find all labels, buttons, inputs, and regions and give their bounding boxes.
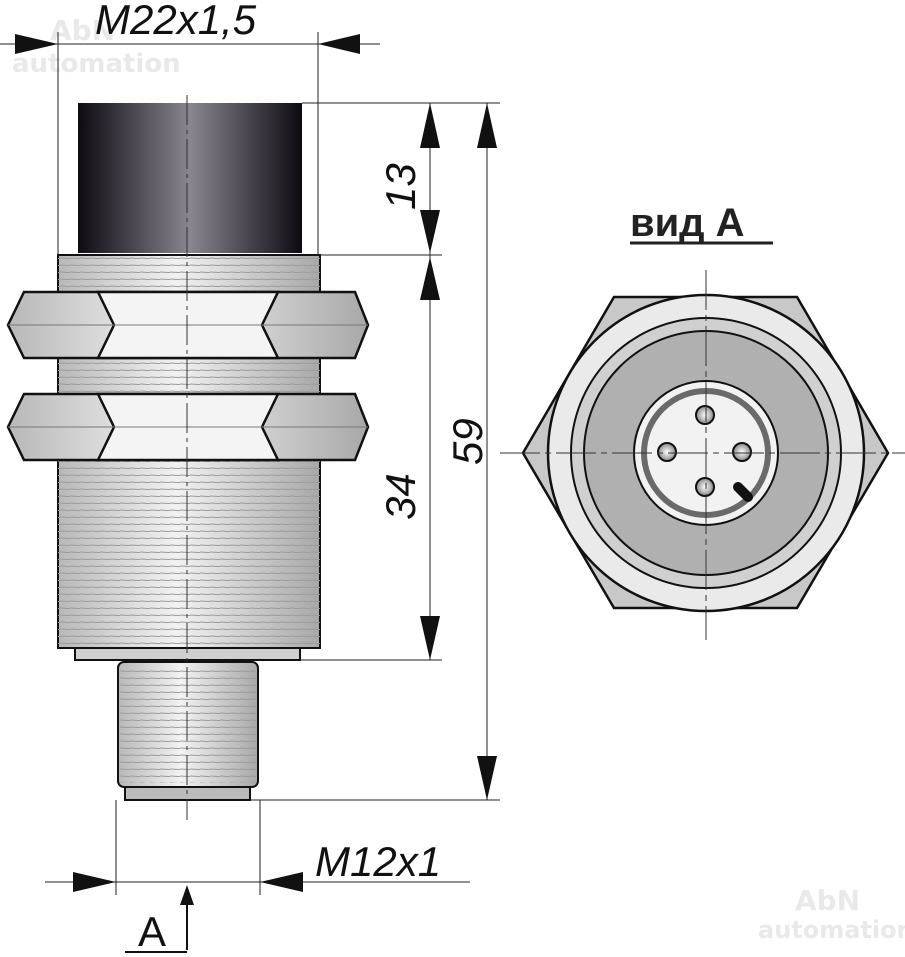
dimension-m12: M12x1 — [45, 800, 470, 895]
svg-text:AbN: AbN — [50, 14, 115, 47]
svg-text:A: A — [138, 908, 166, 955]
sensor-side-view — [6, 95, 370, 820]
svg-text:automation: automation — [12, 49, 181, 79]
pin-2 — [657, 442, 677, 462]
svg-text:M12x1: M12x1 — [315, 838, 441, 885]
svg-text:34: 34 — [377, 473, 424, 520]
sensing-face — [78, 103, 302, 253]
view-a: вид A — [500, 201, 905, 640]
view-a-title: вид A — [630, 201, 745, 245]
svg-text:59: 59 — [444, 418, 491, 465]
svg-text:AbN: AbN — [795, 884, 860, 917]
dimension-vertical: 13 34 59 — [250, 102, 500, 801]
pin-3 — [732, 442, 752, 462]
watermark-top: AbN automation — [12, 14, 181, 79]
nut-upper — [6, 290, 370, 360]
svg-text:M22x1,5: M22x1,5 — [95, 0, 257, 43]
nut-lower — [6, 392, 370, 462]
dimension-m22: M22x1,5 — [0, 0, 380, 255]
view-a-marker: A — [125, 885, 194, 955]
svg-text:automation: automation — [758, 916, 905, 944]
coding-key — [733, 482, 753, 502]
svg-text:13: 13 — [377, 163, 424, 210]
pin-1 — [695, 405, 715, 425]
pin-4 — [695, 477, 715, 497]
watermark-bottom: AbN automation — [758, 884, 905, 944]
